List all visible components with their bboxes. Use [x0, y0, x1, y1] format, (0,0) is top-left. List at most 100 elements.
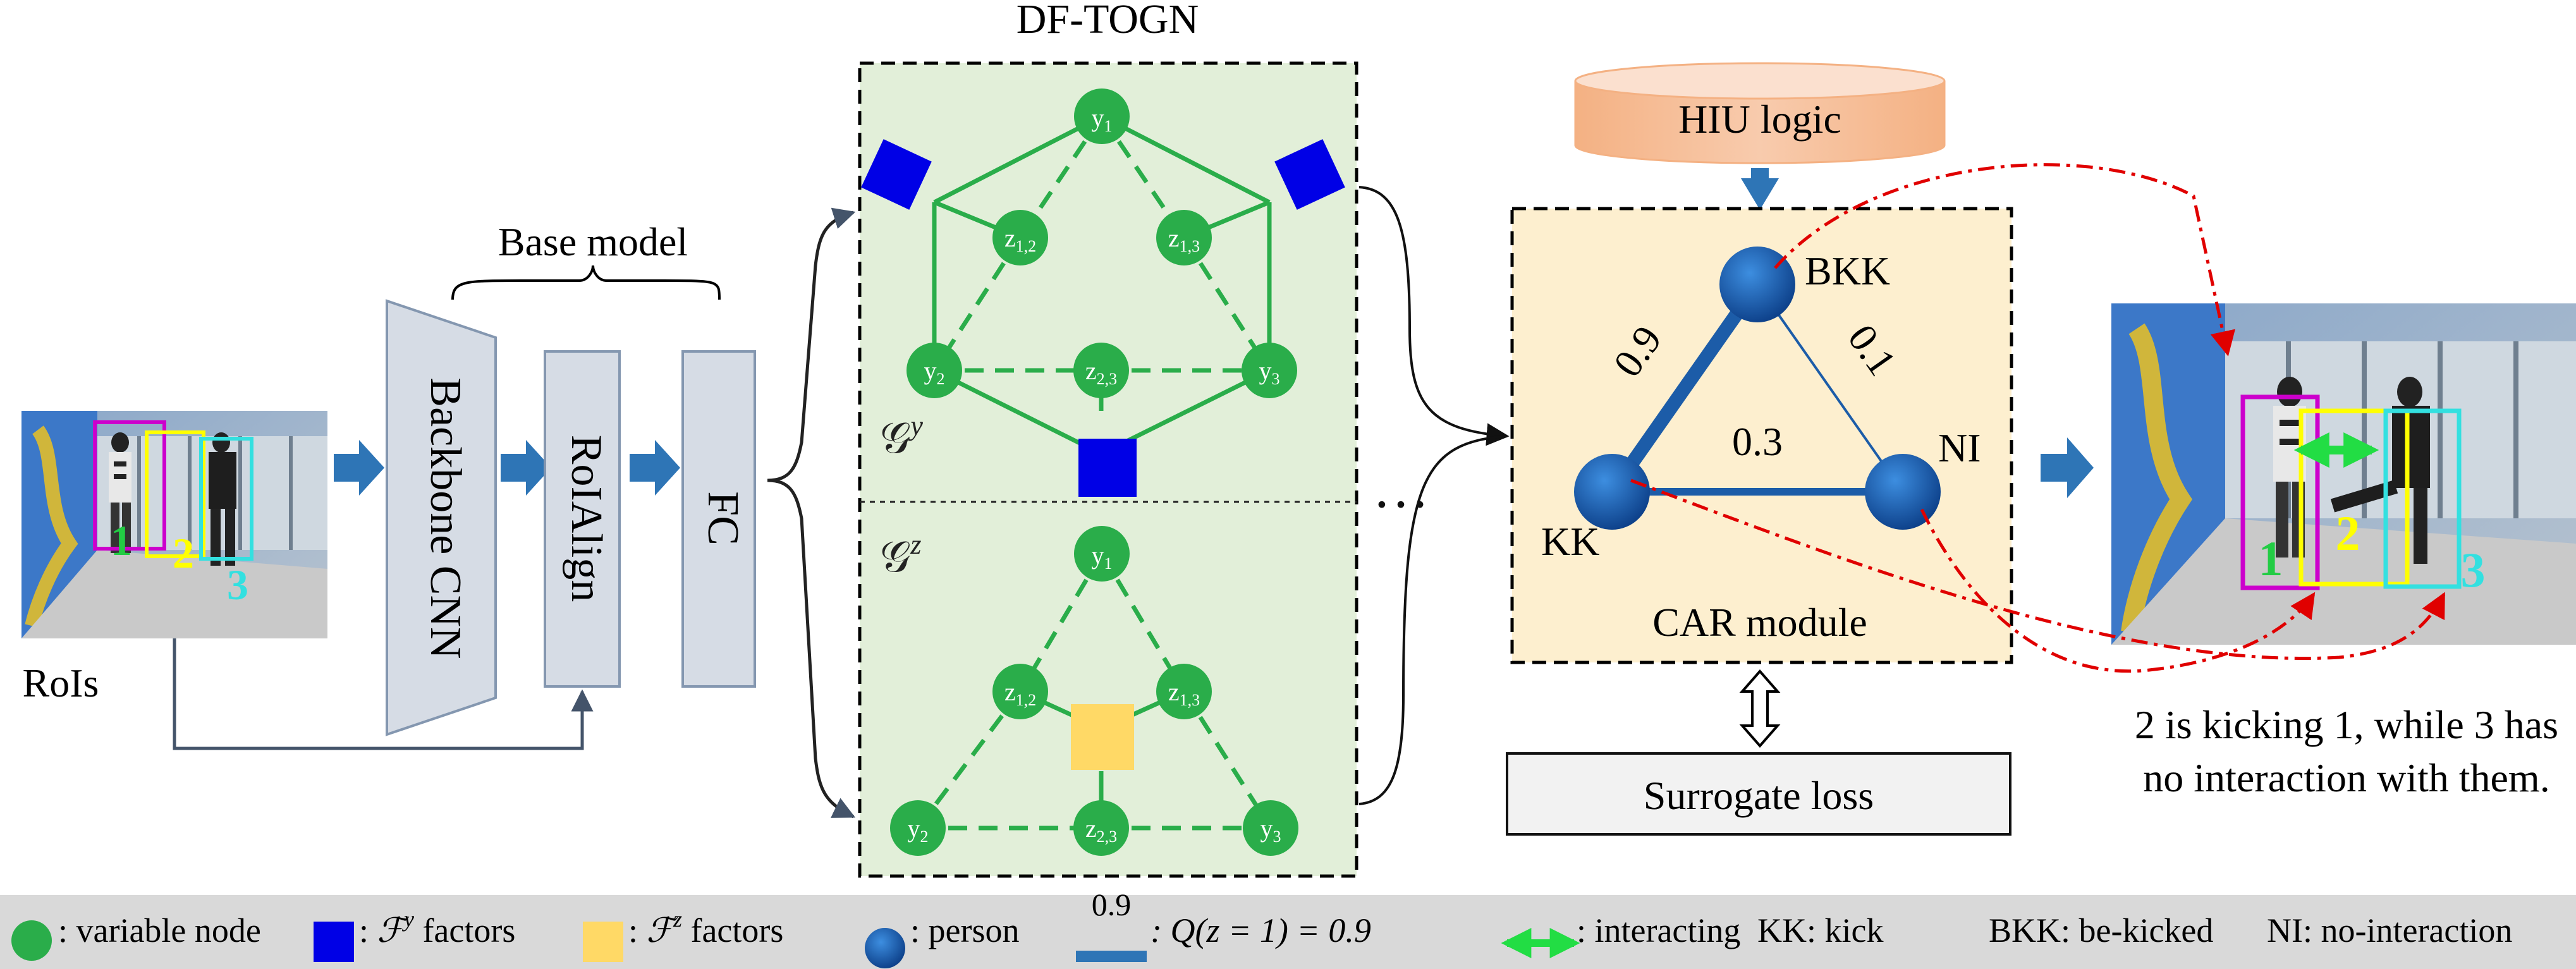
input-roi-image: 1 2 3 — [21, 411, 327, 638]
base-model-brace — [451, 265, 721, 300]
legend-bkk: BKK: be-kicked — [1989, 911, 2213, 949]
output-id-1: 1 — [2259, 531, 2283, 586]
svg-text:z2,3: z2,3 — [1085, 357, 1117, 388]
svg-text:y1: y1 — [1092, 541, 1113, 573]
graph-y-factor-right — [1274, 139, 1345, 210]
graph-y-node-y2: y2 — [906, 343, 962, 398]
legend-edge-width-icon — [1076, 951, 1147, 962]
output-roi-box-1 — [2240, 394, 2320, 590]
graph-z-label: 𝒢z — [880, 529, 922, 581]
output-image: 1 2 3 — [2111, 303, 2576, 645]
svg-text:z2,3: z2,3 — [1085, 814, 1117, 846]
svg-text:y3: y3 — [1259, 357, 1280, 388]
legend-fy-factor-icon — [314, 922, 354, 962]
input-roi-box-3 — [199, 437, 253, 561]
legend-ni: NI: no-interaction — [2267, 911, 2512, 949]
roialign-block — [544, 350, 621, 688]
legend-person: : person — [910, 911, 1019, 949]
arrow-backbone-to-roialign — [501, 440, 551, 496]
svg-text:y3: y3 — [1261, 814, 1281, 846]
legend-fy-factor: : ℱy factors — [359, 906, 515, 949]
base-model-label: Base model — [498, 219, 688, 264]
car-module-border — [1510, 207, 2013, 664]
arrow-car-to-output — [2041, 437, 2094, 498]
input-roi-box-1 — [93, 420, 166, 551]
legend-fz-factor-icon — [583, 922, 623, 962]
car-label-ni: NI — [1938, 425, 1981, 470]
car-edge-label-kk-ni: 0.3 — [1732, 419, 1783, 464]
graph-y-factor-left — [861, 139, 932, 210]
graph-y-node-z23: z2,3 — [1073, 343, 1129, 398]
legend-interacting: : interacting — [1577, 911, 1740, 949]
output-roi-box-3 — [2383, 408, 2462, 589]
legend-q-text: : Q(z = 1) = 0.9 — [1151, 911, 1371, 949]
output-roi-box-2 — [2298, 408, 2410, 587]
car-edge-bkk-ni — [1756, 283, 1904, 493]
input-id-2: 2 — [173, 529, 194, 577]
ellipsis: … — [1372, 457, 1429, 520]
svg-text:z1,2: z1,2 — [1004, 224, 1036, 255]
legend-q-value-label: 0.9 — [1092, 887, 1132, 922]
arrow-hiu-to-car — [1741, 168, 1779, 210]
svg-text:y2: y2 — [908, 814, 929, 846]
car-label-kk: KK — [1541, 519, 1599, 564]
car-node-ni — [1865, 454, 1941, 530]
rois-label: RoIs — [23, 661, 99, 705]
graph-z-to-car-curve — [1358, 435, 1508, 805]
input-id-3: 3 — [227, 561, 248, 609]
svg-text:y2: y2 — [924, 357, 945, 388]
backbone-cnn-block — [386, 299, 497, 736]
hiu-logic-cylinder — [1574, 62, 1946, 164]
graph-y-node-y1: y1 — [1074, 88, 1130, 144]
legend-variable-node: : variable node — [58, 911, 261, 949]
car-module-label: CAR module — [1652, 600, 1867, 645]
graph-y-node-z12: z1,2 — [992, 210, 1048, 265]
graph-z-node-y1: y1 — [1074, 526, 1130, 582]
svg-text:z1,2: z1,2 — [1004, 678, 1036, 709]
legend-variable-node-icon — [11, 920, 52, 961]
df-togn-title: DF-TOGN — [1016, 0, 1199, 42]
graph-z-node-y2: y2 — [890, 800, 946, 856]
graph-y-to-car-arrow — [1358, 186, 1510, 446]
graph-z-node-z13: z1,3 — [1156, 664, 1212, 719]
arrow-input-to-backbone — [334, 440, 384, 496]
legend-fz-factor: : ℱz factors — [628, 906, 783, 949]
arrow-roialign-to-fc — [630, 440, 680, 496]
car-label-bkk: BKK — [1805, 248, 1890, 293]
svg-text:z1,3: z1,3 — [1168, 224, 1200, 255]
car-to-output-links — [1630, 163, 2446, 673]
svg-text:z1,3: z1,3 — [1168, 678, 1200, 709]
graph-z-node-z23: z2,3 — [1073, 800, 1129, 856]
graph-y-label: 𝒢y — [880, 410, 923, 462]
graph-y-factor-bottom — [1078, 439, 1137, 497]
roialign-label: RoIAlign — [562, 435, 611, 602]
surrogate-loss-box — [1506, 752, 2011, 836]
output-id-2: 2 — [2336, 506, 2360, 561]
graph-y-node-y3: y3 — [1242, 343, 1297, 398]
fc-label: FC — [699, 491, 747, 545]
surrogate-loss-label: Surrogate loss — [1644, 773, 1874, 818]
svg-text:y1: y1 — [1092, 104, 1113, 135]
graph-z-node-y3: y3 — [1243, 800, 1298, 856]
graph-y-node-z13: z1,3 — [1156, 210, 1212, 265]
input-id-1: 1 — [111, 516, 132, 564]
input-roi-box-2 — [145, 430, 205, 558]
graph-z-factor — [1071, 704, 1134, 770]
backbone-cnn-label: Backbone CNN — [421, 377, 470, 659]
legend-bar — [0, 895, 2576, 969]
output-caption-line2: no interaction with them. — [2143, 755, 2549, 800]
car-edge-kk-bkk — [1606, 280, 1764, 496]
output-caption-line1: 2 is kicking 1, while 3 has — [2135, 702, 2558, 747]
output-id-3: 3 — [2461, 542, 2486, 597]
legend-person-icon — [865, 928, 905, 968]
car-surrogate-double-arrow — [1739, 669, 1781, 748]
graph-z-node-z12: z1,2 — [992, 664, 1048, 719]
roi-skip-connection — [173, 638, 594, 750]
fc-block — [681, 350, 756, 688]
legend-kk: KK: kick — [1757, 911, 1883, 949]
fc-to-graph-z-arrow — [767, 478, 856, 819]
car-node-kk — [1574, 454, 1650, 530]
hiu-logic-label: HIU logic — [1678, 97, 1841, 142]
fc-to-graph-y-arrow — [767, 207, 856, 482]
